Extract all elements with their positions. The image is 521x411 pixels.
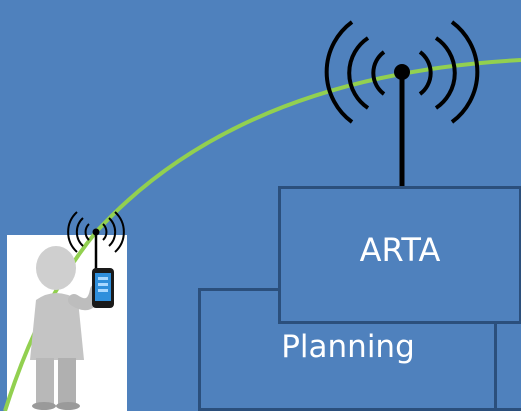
arta-box: ARTA <box>278 186 521 324</box>
person-with-phone-icon <box>30 211 125 410</box>
arta-label: ARTA <box>359 231 441 269</box>
radio-tower-icon <box>324 20 480 186</box>
planning-label: Planning <box>281 329 415 365</box>
